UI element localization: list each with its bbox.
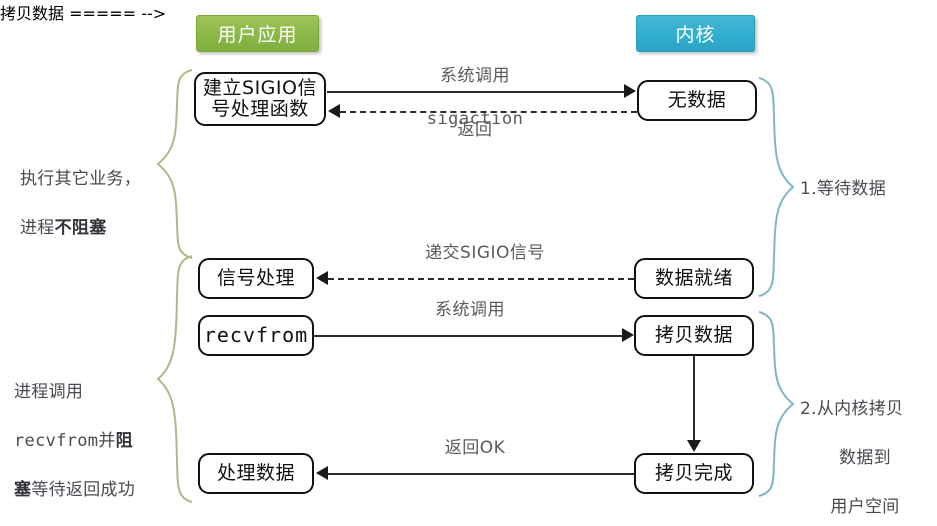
node-no-data-label: 无数据 [667, 88, 727, 111]
edge-label-return: 返回 [457, 120, 493, 140]
edge-syscall-line [314, 335, 622, 337]
annotation-left-top-line2-prefix: 进程 [20, 217, 55, 238]
node-signal-handle-label: 信号处理 [216, 266, 295, 289]
edge-label-syscall-sigaction: 系统调用 sigaction [395, 45, 555, 151]
edge-return-ok-line [328, 473, 634, 475]
edge-copy-progress-line [693, 356, 695, 442]
annotation-left-bottom-line3-suffix: 等待返回成功 [31, 480, 136, 501]
annotation-left-bottom: 进程调用 recvfrom并阻 塞等待返回成功 标示 [14, 355, 164, 526]
annotation-left-top-line2-bold: 不阻塞 [54, 217, 107, 238]
column-header-kernel: 内核 [636, 15, 755, 52]
annotation-left-bottom-line2-bold: 阻 [115, 430, 133, 451]
annotation-left-bottom-line2-mono: recvfrom [14, 430, 99, 451]
edge-label-deliver-sigio: 递交SIGIO信号 [425, 243, 545, 263]
node-data-ready: 数据就绪 [634, 258, 754, 299]
edge-sigaction-arrowhead [624, 84, 636, 98]
edge-sigaction-line [327, 91, 624, 93]
edge-return-arrowhead [328, 104, 340, 118]
node-signal-handle: 信号处理 [198, 258, 314, 299]
annotation-left-bottom-line2-suffix: 并 [98, 430, 116, 451]
edge-label-syscall-sigaction-line2: sigaction [426, 108, 524, 129]
edge-label-syscall-sigaction-line1: 系统调用 [440, 66, 510, 87]
node-copy-done: 拷贝完成 [634, 453, 754, 494]
annotation-right-bottom: 2.从内核拷贝 数据到 用户空间 [800, 372, 930, 526]
brace-left-top [156, 69, 193, 259]
edge-label-return-ok: 返回OK [444, 438, 506, 458]
annotation-right-bottom-line3: 用户空间 [830, 497, 900, 518]
annotation-left-bottom-line3: 塞等待返回成功 [14, 478, 164, 503]
annotation-left-top-line2: 进程不阻塞 [20, 216, 156, 241]
annotation-right-bottom-line1: 2.从内核拷贝 [800, 398, 904, 419]
brace-left-bottom [156, 255, 193, 503]
annotation-left-bottom-line1: 进程调用 [14, 381, 84, 402]
edge-copy-progress-arrowhead [687, 440, 701, 452]
edge-syscall-arrowhead [622, 328, 634, 342]
annotation-left-top-line1: 执行其它业务， [20, 168, 142, 189]
edge-deliver-sigio-line [328, 278, 634, 280]
column-header-kernel-label: 内核 [675, 24, 716, 46]
node-data-ready-label: 数据就绪 [654, 266, 733, 289]
edge-return-ok-arrowhead [316, 466, 328, 480]
edge-label-syscall: 系统调用 [435, 300, 505, 320]
node-copy-done-label: 拷贝完成 [654, 461, 733, 484]
annotation-left-bottom-line3-bold: 塞 [14, 480, 32, 501]
node-sigio-handler: 建立SIGIO信 号处理函数 [194, 72, 326, 126]
edge-deliver-sigio-arrowhead [316, 271, 328, 285]
node-no-data: 无数据 [637, 80, 757, 121]
annotation-right-top: 1.等待数据 [800, 179, 887, 199]
node-sigio-handler-label: 建立SIGIO信 号处理函数 [203, 76, 317, 120]
edge-return-line [340, 111, 637, 113]
column-header-user: 用户应用 [196, 15, 319, 52]
node-process-data-label: 处理数据 [216, 461, 295, 484]
annotation-right-bottom-line2: 数据到 [839, 447, 891, 468]
brace-right-top [758, 77, 795, 297]
annotation-left-bottom-line2: recvfrom并阻 [14, 429, 164, 454]
node-copy-data: 拷贝数据 [634, 315, 754, 356]
node-recvfrom: recvfrom [198, 315, 314, 356]
node-recvfrom-label: recvfrom [203, 323, 309, 348]
node-process-data: 处理数据 [198, 453, 314, 494]
annotation-left-top: 执行其它业务， 进程不阻塞 [20, 142, 156, 265]
brace-right-bottom [758, 311, 795, 497]
column-header-user-label: 用户应用 [217, 24, 298, 46]
node-copy-data-label: 拷贝数据 [654, 323, 733, 346]
